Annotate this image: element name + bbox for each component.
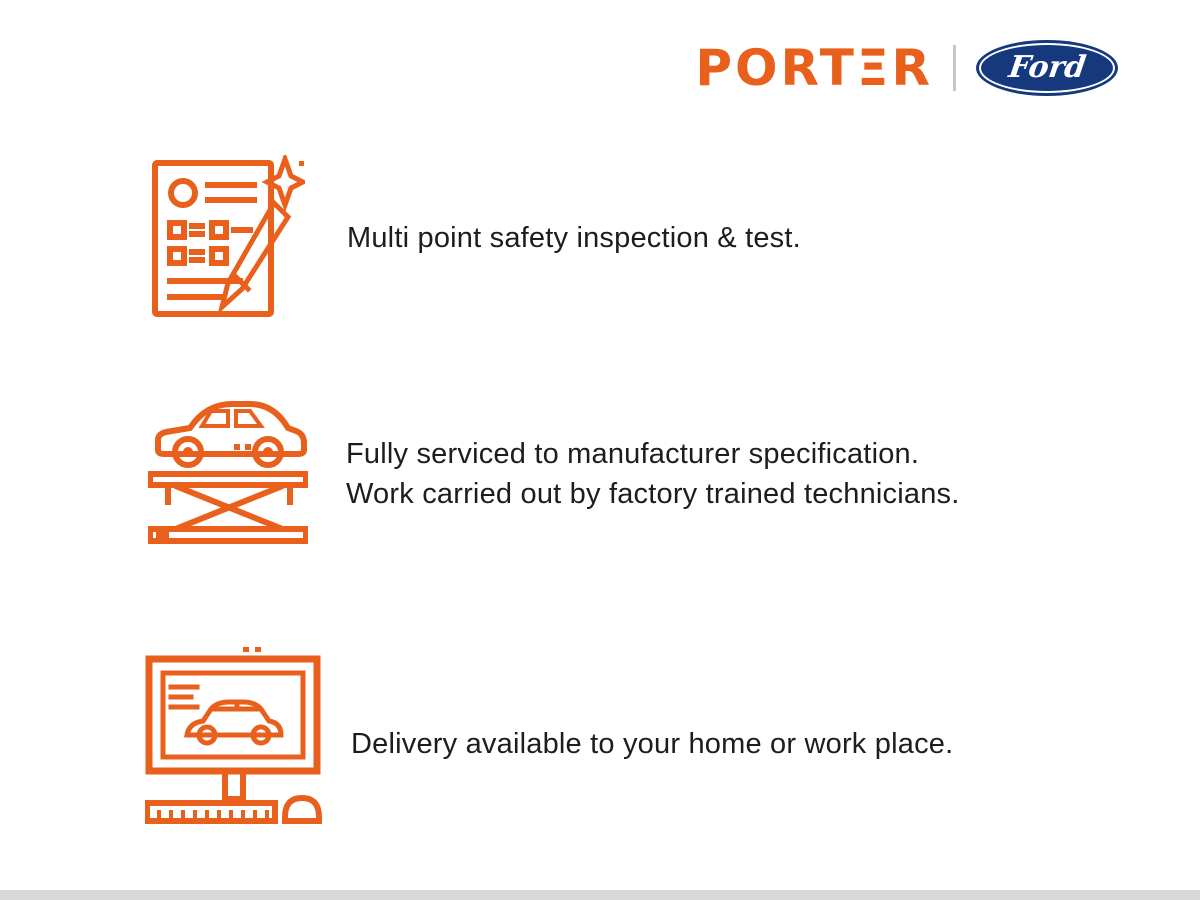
feature-line: Delivery available to your home or work … xyxy=(351,728,954,760)
car-lift-icon xyxy=(148,388,308,560)
brand-divider xyxy=(953,45,956,91)
ford-logo-text: Ford xyxy=(1006,50,1088,85)
feature-line: Multi point safety inspection & test. xyxy=(347,221,801,254)
ford-logo: Ford xyxy=(976,40,1118,96)
feature-text-inspection: Multi point safety inspection & test. xyxy=(347,218,801,258)
feature-row-delivery: Delivery available to your home or work … xyxy=(145,645,953,843)
feature-line: Work carried out by factory trained tech… xyxy=(346,478,960,510)
brand-bar: PORTΞR Ford xyxy=(695,40,1118,96)
feature-row-service: Fully serviced to manufacturer specifica… xyxy=(148,388,960,560)
dealer-name: PORTΞR xyxy=(695,39,933,97)
feature-text-service: Fully serviced to manufacturer specifica… xyxy=(346,434,960,514)
footer-strip xyxy=(0,890,1200,900)
delivery-computer-icon xyxy=(145,645,323,843)
feature-line: Fully serviced to manufacturer specifica… xyxy=(346,438,920,470)
feature-text-delivery: Delivery available to your home or work … xyxy=(351,724,953,764)
ford-logo-ring xyxy=(979,43,1115,93)
inspection-checklist-icon xyxy=(150,155,305,320)
feature-row-inspection: Multi point safety inspection & test. xyxy=(150,155,801,320)
